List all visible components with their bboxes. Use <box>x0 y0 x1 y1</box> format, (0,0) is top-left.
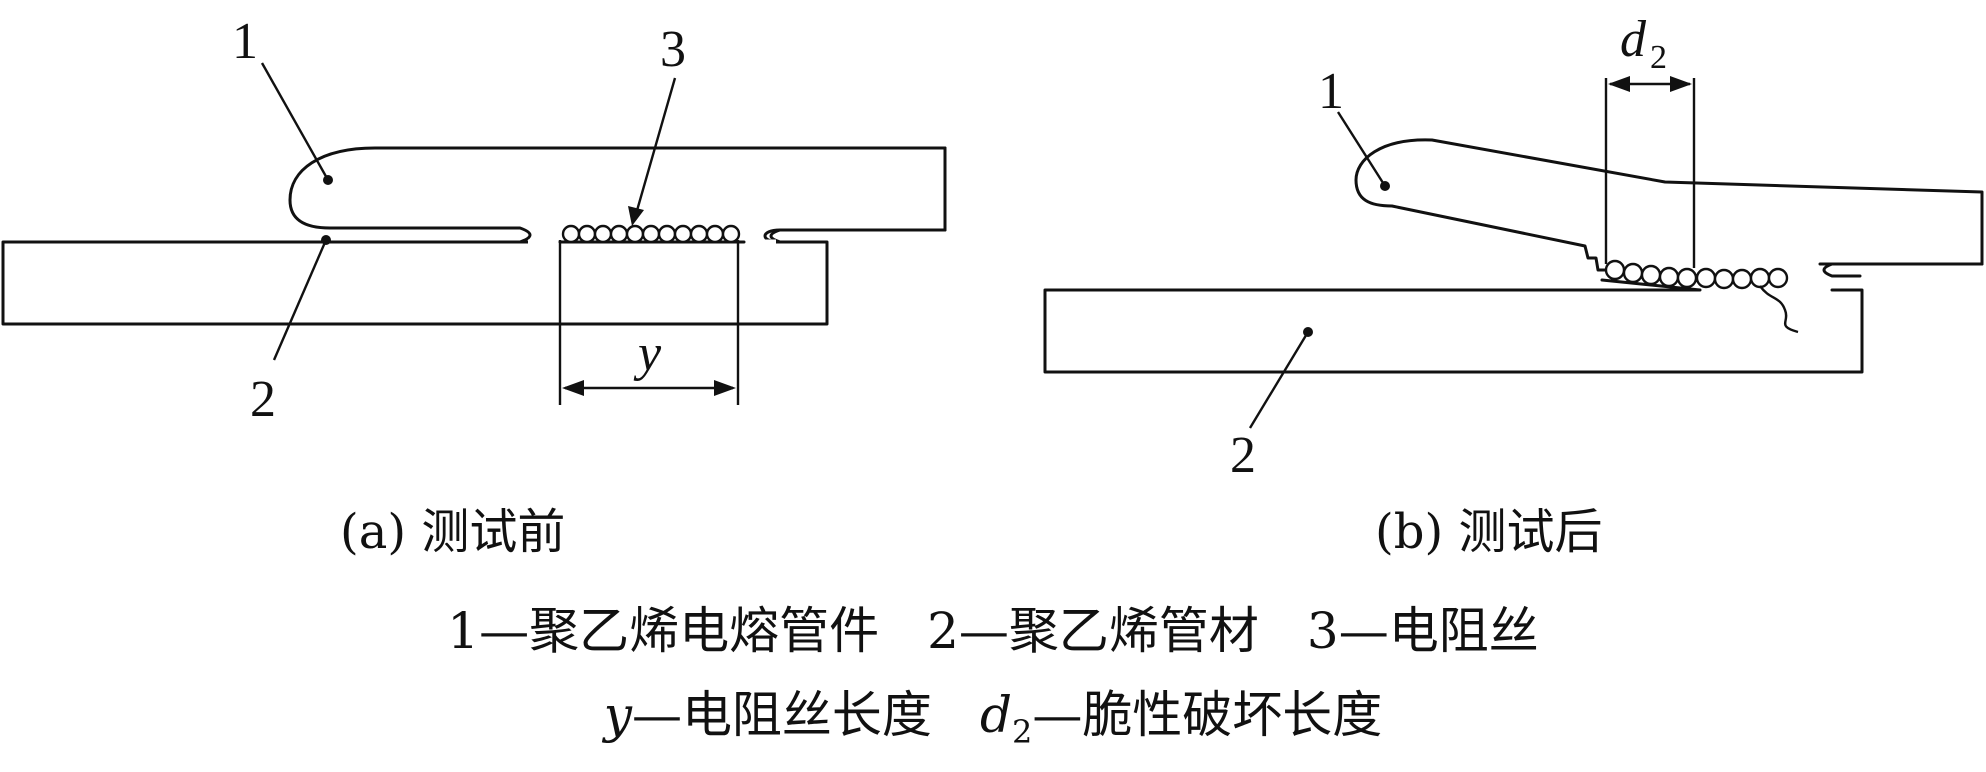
b-pipe-outline <box>1043 288 1864 374</box>
a-wire-coils <box>561 224 741 244</box>
b-dot-2 <box>1303 327 1313 337</box>
a-dot-2 <box>321 235 331 245</box>
a-fitting-top <box>288 146 947 244</box>
a-leader-1 <box>260 62 330 181</box>
caption-b: (b) 测试后 <box>1375 504 1603 560</box>
a-label-2: 2 <box>250 371 276 428</box>
b-label-d-sub: 2 <box>1650 39 1667 76</box>
a-label-y: y <box>633 325 662 382</box>
b-leader-2 <box>1248 331 1310 429</box>
a-label-3: 3 <box>660 21 686 78</box>
legend-text-1: —聚乙烯电熔管件 <box>479 602 880 660</box>
a-fitting-right-slot <box>769 228 947 244</box>
legend-text-2: —聚乙烯管材 <box>958 602 1259 660</box>
a-pipe-rect <box>1 240 829 326</box>
panel-a: 1 2 3 y <box>1 13 947 428</box>
legend-text-5: —脆性破坏长度 <box>1032 686 1383 744</box>
legend-num-3: 3 <box>1306 602 1339 660</box>
b-label-d: d <box>1620 11 1647 68</box>
b-fitting-slot <box>1822 262 1984 278</box>
b-label-1: 1 <box>1318 63 1344 120</box>
legend-var-d: d <box>979 686 1012 744</box>
b-label-2: 2 <box>1230 427 1256 484</box>
a-dot-1 <box>323 175 333 185</box>
legend-num-2: 2 <box>927 602 959 660</box>
b-dim-arrow-right <box>1670 76 1692 92</box>
caption-a: (a) 测试前 <box>340 504 566 560</box>
a-leader-3 <box>634 77 677 215</box>
b-leader-1 <box>1336 111 1387 187</box>
a-fitting-outline <box>763 146 947 244</box>
panel-b: 1 2 d 2 <box>1043 11 1984 484</box>
legend-var-d-sub: 2 <box>1011 713 1033 751</box>
b-fitting-outline <box>1354 138 1984 272</box>
a-dim-arrow-right <box>714 380 736 396</box>
b-crack-wedge <box>1596 278 1702 292</box>
legend-var-y: y <box>603 686 632 744</box>
b-dim-arrow-left <box>1608 76 1630 92</box>
b-wire-tail <box>1759 285 1799 334</box>
a-label-1: 1 <box>232 13 258 70</box>
a-dim-arrow-left <box>562 380 584 396</box>
a-leader-2 <box>272 239 328 361</box>
legend-text-3: —电阻丝 <box>1338 602 1539 660</box>
b-dot-1 <box>1380 181 1390 191</box>
a-arrow-3 <box>628 206 644 226</box>
legend-num-1: 1 <box>447 602 480 660</box>
legend-text-4: —电阻丝长度 <box>631 686 932 744</box>
